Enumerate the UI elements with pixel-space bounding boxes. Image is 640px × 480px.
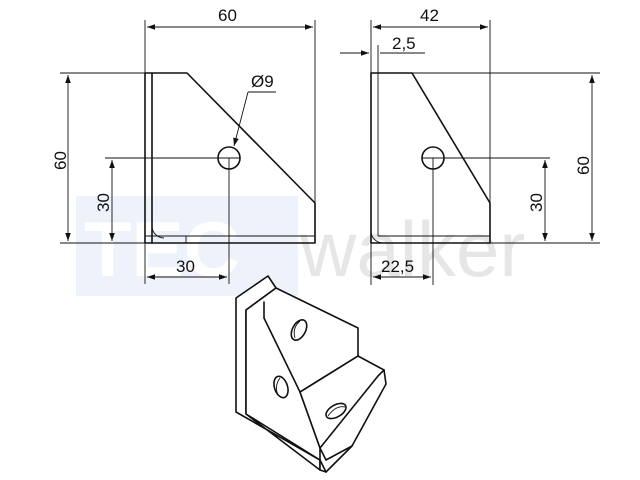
leader-hole-diameter xyxy=(233,91,249,147)
isometric-view xyxy=(235,275,387,473)
dim-hole-offset-side: 22,5 xyxy=(381,257,414,276)
watermark-prefix: TEC xyxy=(84,205,240,293)
watermark: TEC walker xyxy=(76,196,525,296)
dim-front-width: 60 xyxy=(218,6,237,25)
side-dimensions: 42 2,5 30 60 22,5 xyxy=(340,6,600,285)
watermark-suffix: walker xyxy=(299,205,525,293)
dim-front-height: 60 xyxy=(51,151,70,170)
iso-hole-bottom-inner xyxy=(327,406,346,417)
front-view-bend-radius xyxy=(151,225,165,239)
front-dimensions: 60 60 30 30 Ø9 xyxy=(51,6,316,284)
dim-hole-height-side: 30 xyxy=(527,193,546,212)
dim-hole-diameter: Ø9 xyxy=(251,72,274,91)
front-view xyxy=(105,72,316,244)
iso-hole-lower-inner xyxy=(275,377,281,396)
iso-hole-lower xyxy=(273,375,289,399)
side-view xyxy=(370,72,550,244)
dim-hole-offset-front: 30 xyxy=(176,257,195,276)
iso-right-plate-edge xyxy=(299,355,385,449)
side-view-outline xyxy=(370,72,491,244)
dim-side-height: 60 xyxy=(574,156,593,175)
side-view-bend-radius xyxy=(370,230,384,244)
iso-hole-upper-inner xyxy=(293,320,301,339)
iso-hole-bottom xyxy=(325,402,347,420)
dim-thickness: 2,5 xyxy=(392,34,416,53)
dim-side-depth: 42 xyxy=(420,6,439,25)
iso-hole-upper xyxy=(290,319,308,341)
front-view-outline xyxy=(144,72,316,244)
dim-hole-height-front: 30 xyxy=(94,193,113,212)
iso-bottom-edge xyxy=(319,445,353,473)
